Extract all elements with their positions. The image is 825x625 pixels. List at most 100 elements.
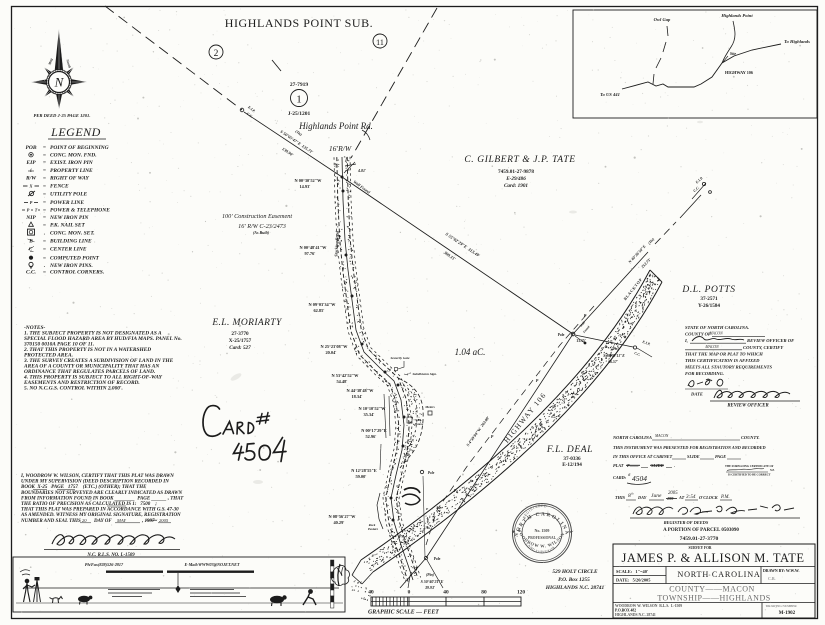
svg-text:BUILDING LINE: BUILDING LINE bbox=[49, 239, 92, 245]
svg-text:=: = bbox=[43, 200, 46, 206]
svg-text:EIP: EIP bbox=[25, 160, 36, 166]
svg-text:529 HOLT CIRCLE: 529 HOLT CIRCLE bbox=[552, 569, 598, 575]
svg-text:3:54: 3:54 bbox=[686, 493, 696, 500]
svg-text:O'CLOCK: O'CLOCK bbox=[699, 495, 719, 500]
svg-text:NORTH CAROLINA: NORTH CAROLINA bbox=[612, 435, 652, 440]
svg-text:40: 40 bbox=[443, 590, 449, 596]
svg-text:FROM INFORMATION FOUND IN BOOK: FROM INFORMATION FOUND IN BOOK ________ … bbox=[21, 496, 184, 501]
svg-text:, 1997: , 1997 bbox=[141, 519, 155, 524]
svg-text:M-1902: M-1902 bbox=[779, 611, 796, 616]
svg-text:LEGEND: LEGEND bbox=[50, 125, 101, 139]
svg-text:=: = bbox=[43, 160, 46, 166]
svg-text:(Tie): (Tie) bbox=[611, 347, 618, 351]
svg-text:CONC. MON. SET.: CONC. MON. SET. bbox=[50, 231, 95, 237]
svg-text:POWER LINE: POWER LINE bbox=[50, 200, 84, 206]
svg-text:27-7919: 27-7919 bbox=[290, 82, 309, 88]
svg-text:16′ R/W C-23/2473: 16′ R/W C-23/2473 bbox=[238, 223, 286, 230]
svg-text:66.57′: 66.57′ bbox=[608, 360, 618, 364]
svg-text:7459.01-27-9878: 7459.01-27-9878 bbox=[498, 169, 534, 175]
svg-text:★: ★ bbox=[569, 529, 574, 534]
svg-text:PLAT: PLAT bbox=[613, 463, 624, 468]
svg-text:SURVEY FOR: SURVEY FOR bbox=[688, 546, 711, 550]
svg-text:R/W: R/W bbox=[25, 176, 37, 182]
svg-text:COUNTY.: COUNTY. bbox=[741, 435, 760, 440]
svg-text:Found: Found bbox=[582, 325, 591, 334]
svg-text:PER DEED J-25 PAGE 1201.: PER DEED J-25 PAGE 1201. bbox=[34, 113, 91, 118]
svg-text:P.O.BOX 482: P.O.BOX 482 bbox=[615, 609, 636, 613]
svg-text:P.O. Box 1255: P.O. Box 1255 bbox=[558, 577, 590, 583]
svg-text:SCALE: 1″=40′: SCALE: 1″=40′ bbox=[616, 569, 648, 574]
svg-text:HIGHLANDS POINT SUB.: HIGHLANDS POINT SUB. bbox=[225, 16, 373, 30]
svg-text:20.04′: 20.04′ bbox=[326, 350, 337, 355]
svg-text:F.L. DEAL: F.L. DEAL bbox=[546, 445, 593, 455]
svg-text:97.76′: 97.76′ bbox=[305, 251, 316, 256]
svg-text:CARD:: CARD: bbox=[613, 475, 627, 480]
svg-text:C. GILBERT & J.P. TATE: C. GILBERT & J.P. TATE bbox=[464, 155, 575, 165]
svg-text:Well: Well bbox=[415, 418, 421, 422]
svg-text:J-25/1201: J-25/1201 bbox=[288, 111, 311, 117]
svg-text:.: . bbox=[44, 263, 45, 269]
svg-text:BOUNDARIES NOT SURVEYED ARE CL: BOUNDARIES NOT SURVEYED ARE CLEARLY INDI… bbox=[20, 491, 182, 496]
svg-text:AS AMENDED. WITNESS MY ORIGINA: AS AMENDED. WITNESS MY ORIGINAL SIGNATUR… bbox=[20, 513, 181, 518]
svg-text:P: P bbox=[491, 434, 494, 439]
svg-text:Card: 1901: Card: 1901 bbox=[504, 183, 528, 189]
svg-text:T: T bbox=[35, 208, 38, 213]
svg-text:=: = bbox=[43, 168, 46, 174]
svg-text:C.C.: C.C. bbox=[634, 351, 641, 357]
svg-text:13.35′: 13.35′ bbox=[576, 339, 586, 343]
svg-text:SLIDE: SLIDE bbox=[687, 454, 700, 459]
svg-text:DAY: DAY bbox=[637, 495, 647, 500]
svg-text:E-12/194: E-12/194 bbox=[562, 462, 582, 468]
svg-text:Pole: Pole bbox=[428, 471, 435, 475]
svg-text:1ˢᵀ Subdivision Sign.: 1ˢᵀ Subdivision Sign. bbox=[407, 372, 437, 376]
svg-text:STATE OF NORTH CAROLINA.: STATE OF NORTH CAROLINA. bbox=[685, 325, 749, 330]
svg-text:FOR RECORDING.: FOR RECORDING. bbox=[685, 371, 724, 376]
svg-text:0: 0 bbox=[408, 590, 411, 596]
svg-text:SPECIAL FLOOD HAZARD AREA BY H: SPECIAL FLOOD HAZARD AREA BY HUD/FIA MAP… bbox=[24, 336, 182, 342]
svg-text:Rock: Rock bbox=[369, 523, 376, 527]
svg-text:MEETS ALL STAUTORY REQUIREMENT: MEETS ALL STAUTORY REQUIREMENTS bbox=[684, 365, 772, 370]
svg-text:S 50°40′21″E: S 50°40′21″E bbox=[421, 579, 444, 584]
svg-text:HIGHWAY 106: HIGHWAY 106 bbox=[725, 70, 753, 75]
svg-text:X: X bbox=[29, 184, 34, 189]
svg-text:THAT THE MAP OR PLAT TO WHICH: THAT THE MAP OR PLAT TO WHICH bbox=[685, 351, 763, 356]
svg-text:I, WOODROW W. WILSON, CERTIFY: I, WOODROW W. WILSON, CERTIFY THAT THIS … bbox=[20, 474, 174, 479]
svg-text:P: P bbox=[584, 313, 587, 318]
svg-text:AT: AT bbox=[678, 495, 685, 500]
svg-text:Pasture: Pasture bbox=[368, 527, 379, 531]
svg-text:ORDINANCE THAT REGULATES PARCE: ORDINANCE THAT REGULATES PARCELS OF LAND… bbox=[24, 369, 155, 375]
svg-text:CENTER LINE: CENTER LINE bbox=[50, 247, 87, 253]
svg-text:North: North bbox=[65, 58, 72, 69]
svg-text:No. 1509: No. 1509 bbox=[535, 528, 550, 533]
svg-text:130.90′: 130.90′ bbox=[281, 146, 294, 157]
svg-text:40: 40 bbox=[368, 590, 374, 596]
svg-text:REGISTER OF DEEDS: REGISTER OF DEEDS bbox=[664, 520, 709, 525]
svg-text:DAY OF: DAY OF bbox=[93, 519, 112, 524]
svg-text:N 00°17′29″E: N 00°17′29″E bbox=[361, 428, 387, 433]
svg-text:=: = bbox=[43, 223, 46, 229]
svg-text:AREA OF A COUNTY OR MUNICIPALI: AREA OF A COUNTY OR MUNICIPALITY THAT HA… bbox=[23, 364, 160, 370]
svg-text:16′R/W: 16′R/W bbox=[329, 144, 352, 153]
svg-text:MAY: MAY bbox=[116, 518, 126, 523]
svg-text:P: P bbox=[536, 378, 539, 383]
svg-text:D.L. POTTS: D.L. POTTS bbox=[681, 285, 735, 295]
svg-text:C.B.: C.B. bbox=[768, 576, 776, 581]
svg-text:4. THIS PROPERTY IS SUBJECT TO: 4. THIS PROPERTY IS SUBJECT TO ALL RIGHT… bbox=[23, 375, 163, 381]
svg-text:X-25/1757: X-25/1757 bbox=[229, 338, 252, 344]
svg-text:2. THAT THIS PROPERTY IS NOT I: 2. THAT THIS PROPERTY IS NOT IN A WATERS… bbox=[23, 347, 151, 353]
svg-text:POB: POB bbox=[26, 145, 37, 151]
svg-text:June: June bbox=[651, 493, 662, 499]
svg-text:PAGE: PAGE bbox=[715, 454, 726, 459]
svg-text:I,: I, bbox=[684, 338, 688, 343]
svg-text:120: 120 bbox=[517, 590, 525, 596]
svg-text:WOODROW W. WILSON R.L.S. L-1: WOODROW W. WILSON R.L.S. L-1509 bbox=[615, 604, 682, 608]
svg-text:=: = bbox=[43, 256, 46, 262]
svg-text:8: 8 bbox=[628, 493, 631, 499]
svg-text:IS CERTIFIED TO BE CORRECT: IS CERTIFIED TO BE CORRECT bbox=[728, 474, 771, 477]
svg-text:REVIEW OFFICER OF: REVIEW OFFICER OF bbox=[747, 338, 794, 343]
svg-text:27-3770: 27-3770 bbox=[231, 331, 249, 337]
svg-text:.: . bbox=[44, 231, 45, 237]
svg-text:C: C bbox=[29, 247, 33, 253]
svg-text:MACON: MACON bbox=[704, 345, 719, 349]
svg-text:P.K. NAIL SET: P.K. NAIL SET bbox=[50, 223, 85, 229]
